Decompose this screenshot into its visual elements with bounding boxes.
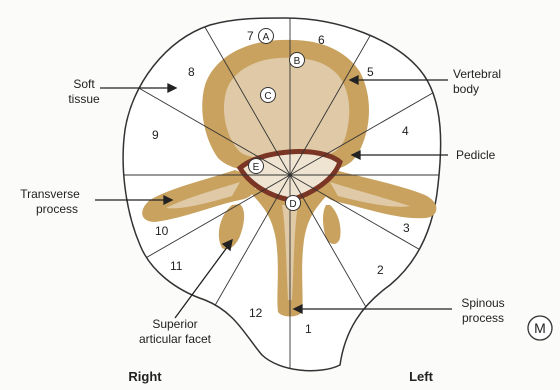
sector-9: 9 <box>152 128 159 142</box>
superior-facet-label-line2: articular facet <box>139 332 212 346</box>
sector-5: 5 <box>367 65 374 79</box>
spinous-process-label-line1: Spinous <box>461 296 504 310</box>
m-mark-label: M <box>534 320 546 336</box>
sector-7: 7 <box>247 29 254 43</box>
vertebral-body-label-line1: Vertebral <box>453 67 501 81</box>
pedicle-label: Pedicle <box>456 148 496 162</box>
transverse-process-label-line2: process <box>36 202 78 216</box>
sector-8: 8 <box>188 65 195 79</box>
transverse-process-label-line1: Transverse <box>20 187 80 201</box>
soft-tissue-label-line2: tissue <box>68 92 100 106</box>
spinous-process-label-line2: process <box>462 311 504 325</box>
zone-e-label: E <box>253 162 260 173</box>
zone-c-label: C <box>264 91 271 102</box>
sector-4: 4 <box>402 124 409 138</box>
sector-3: 3 <box>403 221 410 235</box>
vertebral-body-inner <box>224 58 349 158</box>
sector-1: 1 <box>305 322 312 336</box>
zone-b-label: B <box>294 56 301 67</box>
superior-facet-label-line1: Superior <box>152 317 197 331</box>
right-side-label: Right <box>128 369 162 384</box>
zone-a-label: A <box>263 32 270 43</box>
sector-6: 6 <box>318 33 325 47</box>
sector-12: 12 <box>249 306 263 320</box>
sector-11: 11 <box>170 259 183 273</box>
sector-2: 2 <box>377 263 384 277</box>
zone-d-label: D <box>289 199 296 210</box>
sector-10: 10 <box>155 224 169 238</box>
left-side-label: Left <box>409 369 434 384</box>
soft-tissue-label-line1: Soft <box>73 77 95 91</box>
vertebral-body-label-line2: body <box>453 82 479 96</box>
